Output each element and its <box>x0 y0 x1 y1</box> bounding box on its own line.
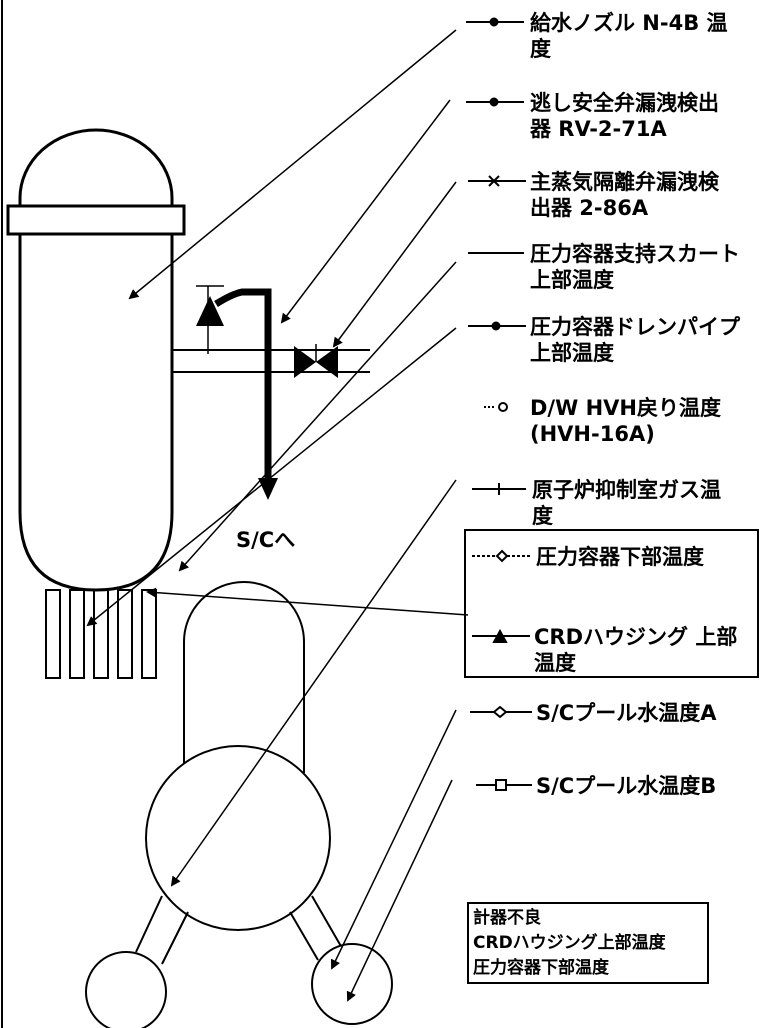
arrow-pool-a <box>330 709 457 970</box>
legend-label-pool-a: S/Cプール水温度A <box>536 701 717 725</box>
srv-discharge-pipe <box>214 288 272 482</box>
legend-markers <box>466 17 532 791</box>
arrow-feedwater <box>128 29 457 300</box>
legend-label-msiv: 主蒸気隔離弁漏洩検出器 2-86A <box>530 170 720 220</box>
faulty-instrument-note: 計器不良 CRDハウジング上部温度 圧力容器下部温度 <box>473 907 672 978</box>
marker-open-diamond-2 <box>470 705 532 719</box>
arrow-sc-gas <box>170 479 457 887</box>
arrow-skirt <box>178 261 457 572</box>
legend-labels: 給水ノズル N-4B 温度 逃し安全弁漏洩検出器 RV-2-71A 主蒸気隔離弁… <box>529 11 741 798</box>
marker-filled-dot-3 <box>468 321 526 331</box>
marker-filled-dot-1 <box>466 17 524 27</box>
arrow-crd <box>146 587 469 616</box>
marker-plus <box>472 483 526 495</box>
legend-label-skirt: 圧力容器支持スカート上部温度 <box>530 242 740 292</box>
legend-label-drain: 圧力容器ドレンパイプ上部温度 <box>530 315 741 365</box>
faulty-instrument-box <box>467 902 709 984</box>
leader-arrows <box>86 29 469 1002</box>
vessel-top-dome <box>18 128 174 206</box>
safety-relief-valve <box>196 296 224 326</box>
torus-right <box>311 943 393 1025</box>
main-steam-line <box>172 285 370 500</box>
reactor-pressure-vessel <box>6 128 186 592</box>
suppression-bulb <box>145 745 331 931</box>
legend-label-pool-b: S/Cプール水温度B <box>536 774 716 798</box>
marker-open-diamond-1 <box>472 549 530 563</box>
marker-square <box>476 779 532 791</box>
crd-housings <box>45 589 157 679</box>
legend-label-crd: CRDハウジング 上部温度 <box>534 625 737 675</box>
vessel-flange <box>6 204 186 236</box>
legend-label-srv: 逃し安全弁漏洩検出器 RV-2-71A <box>529 91 719 141</box>
vessel-body <box>18 234 174 592</box>
arrow-msiv <box>332 181 457 348</box>
marker-filled-dot-2 <box>466 97 524 107</box>
marker-filled-triangle <box>472 628 530 643</box>
torus-left <box>85 951 167 1028</box>
legend-label-sc-gas: 原子炉抑制室ガス温度 <box>532 478 721 528</box>
arrow-srv <box>280 99 451 324</box>
drywell-outline <box>183 581 305 773</box>
legend-label-hvh: D/W HVH戻り温度(HVH-16A) <box>530 396 721 446</box>
marker-x <box>468 175 526 187</box>
arrow-drain <box>86 327 457 627</box>
legend-label-feedwater: 給水ノズル N-4B 温度 <box>530 11 728 61</box>
legend-label-rpv-bottom: 圧力容器下部温度 <box>536 545 704 569</box>
pipe-label: S/Cへ <box>236 528 295 552</box>
arrow-pool-b <box>346 779 453 1002</box>
legend-box <box>464 529 759 678</box>
marker-open-dot <box>484 402 508 412</box>
